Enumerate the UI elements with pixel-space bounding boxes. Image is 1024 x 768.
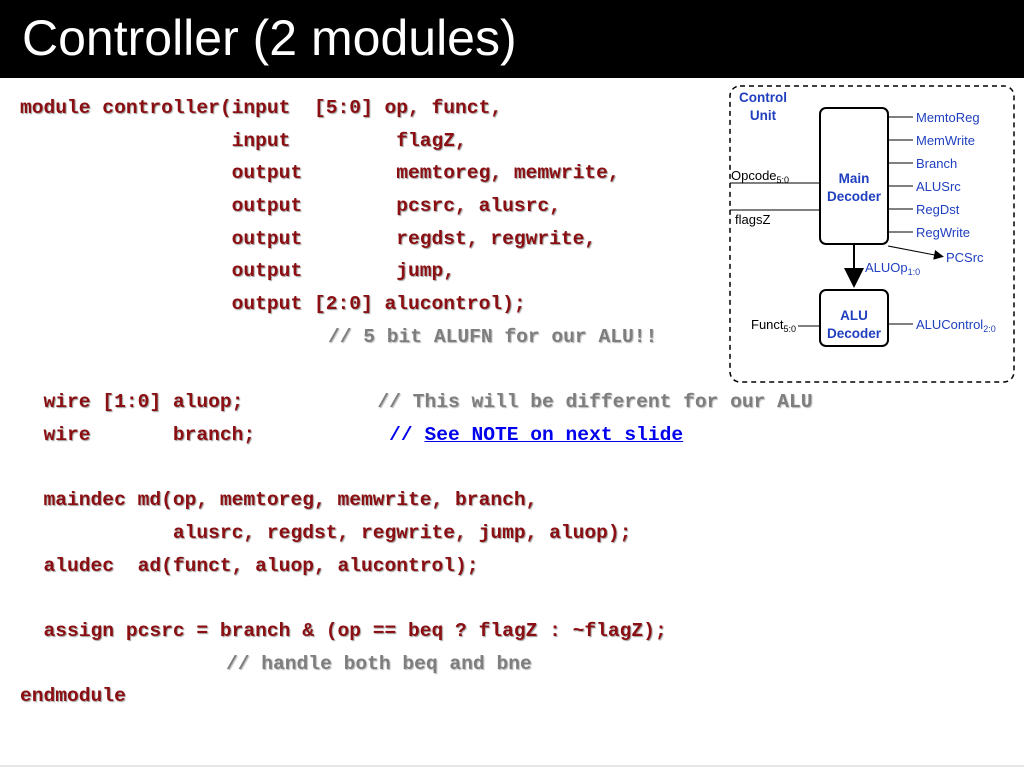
output-label-branch: Branch — [916, 156, 957, 171]
main-decoder-label: Main — [839, 171, 870, 186]
code-blank-line — [20, 582, 812, 615]
code-comment: // — [389, 423, 425, 446]
control-unit-boundary — [729, 85, 1015, 383]
code-line: wire [1:0] aluop; // This will be differe… — [20, 386, 813, 419]
code-blank-line — [20, 354, 812, 387]
code-line: wire branch; // See NOTE on next slide — [20, 419, 812, 452]
code-comment: // This will be different for our ALU — [377, 391, 813, 414]
slide-title: Controller (2 modules) — [22, 10, 517, 66]
control-unit-label: Control — [739, 90, 787, 105]
code-line: module controller(input [5:0] op, funct, — [20, 97, 503, 119]
code-line: output regdst, regwrite, — [20, 227, 597, 250]
output-label-memtoreg: MemtoReg — [916, 110, 980, 125]
main-decoder-outputs: MemtoReg MemWrite Branch ALUSrc RegDst R… — [888, 110, 980, 240]
code-comment: // 5 bit ALUFN for our ALU!! — [328, 325, 658, 348]
code-line: // handle both beq and bne — [20, 648, 812, 681]
title-bar: Controller (2 modules) — [0, 0, 1024, 78]
main-decoder-label: Decoder — [827, 189, 882, 204]
code-line: endmodule — [20, 685, 126, 708]
code-line: input flagZ, — [20, 129, 467, 152]
output-label-regdst: RegDst — [916, 202, 960, 217]
pcsrc-arrow — [887, 245, 944, 260]
code-line: // 5 bit ALUFN for our ALU!! — [20, 321, 812, 354]
code-blank-line — [20, 452, 812, 485]
code-line: maindec md(op, memtoreg, memwrite, branc… — [20, 489, 538, 512]
output-label-regwrite: RegWrite — [916, 225, 970, 240]
control-unit-diagram: Control Unit Main Decoder ALU Decoder Op… — [729, 85, 1015, 383]
output-label-alusrc: ALUSrc — [916, 179, 961, 194]
alu-decoder-label: ALU — [840, 308, 868, 323]
code-text: wire [1:0] aluop; — [20, 391, 244, 414]
flagz-label: flagsZ — [735, 212, 770, 227]
code-line: output pcsrc, alusrc, — [20, 195, 561, 218]
code-line: output jump, — [20, 260, 456, 283]
pcsrc-label: PCSrc — [946, 250, 984, 265]
code-text: wire branch; — [20, 423, 256, 446]
code-comment: // handle both beq and bne — [226, 652, 532, 675]
code-line: output memtoreg, memwrite, — [20, 162, 620, 185]
alucontrol-label: ALUControl2:0 — [916, 317, 996, 334]
see-note-link[interactable]: See NOTE on next slide — [424, 423, 684, 446]
code-line: output [2:0] alucontrol); — [20, 293, 526, 316]
code-line: assign pcsrc = branch & (op == beq ? fla… — [20, 620, 667, 642]
alu-decoder-block — [819, 289, 889, 347]
output-label-memwrite: MemWrite — [916, 133, 975, 148]
code-line: aludec ad(funct, aluop, alucontrol); — [20, 554, 479, 577]
funct-label: Funct5:0 — [751, 317, 796, 334]
control-unit-label: Unit — [750, 108, 777, 123]
verilog-code-block: module controller(input [5:0] op, funct,… — [20, 92, 812, 713]
opcode-label: Opcode5:0 — [731, 168, 789, 185]
bottom-divider — [0, 765, 1024, 767]
code-line: alusrc, regdst, regwrite, jump, aluop); — [20, 521, 632, 544]
aluop-label: ALUOp1:0 — [865, 260, 920, 277]
alu-decoder-label: Decoder — [827, 326, 882, 341]
